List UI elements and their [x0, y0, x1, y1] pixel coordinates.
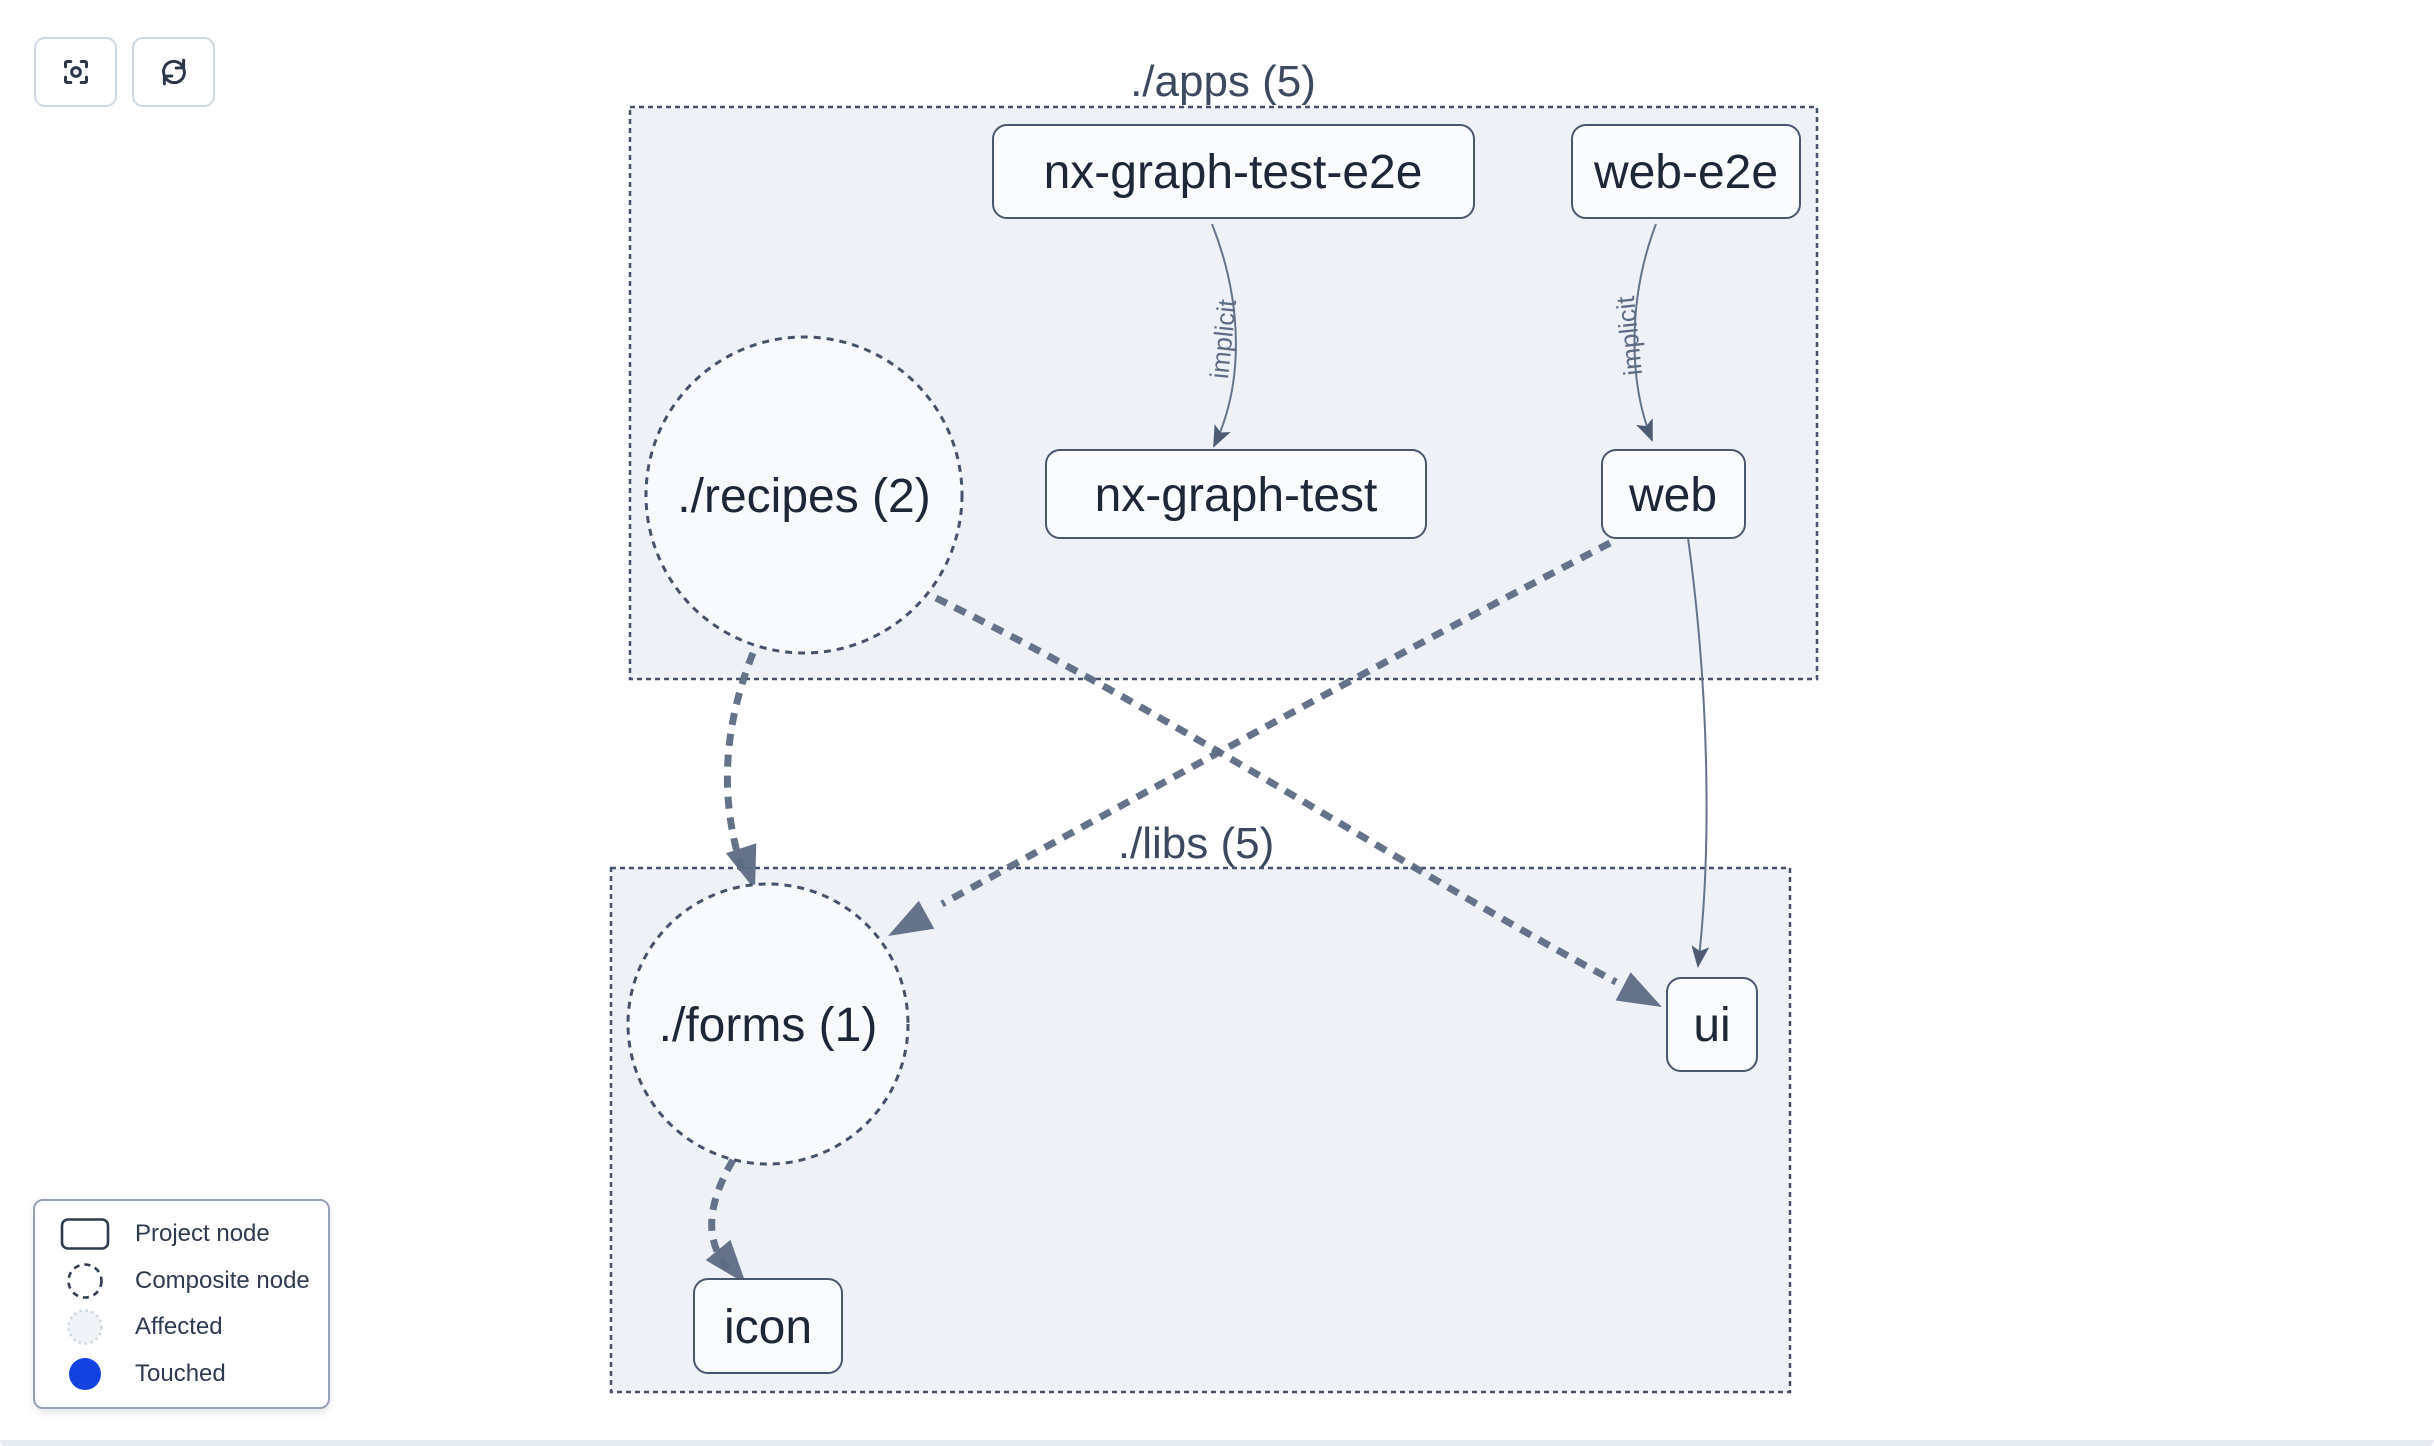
node-shape[interactable]	[1571, 124, 1801, 219]
node-web[interactable]: web	[1601, 449, 1746, 539]
node-shape[interactable]	[626, 882, 910, 1166]
node-label: ./forms (1)	[659, 999, 878, 1052]
edge-recipes-forms	[723, 651, 757, 874]
edge-recipes-ui	[934, 594, 1618, 986]
project-node-swatch	[35, 1216, 135, 1252]
edge-web-e2e-web	[1633, 223, 1657, 442]
legend-label: Project node	[135, 1220, 270, 1248]
node-recipes-composite[interactable]: ./recipes (2)	[644, 335, 964, 655]
group-apps-title: ./apps (5)	[1130, 57, 1316, 106]
group-libs-title: ./libs (5)	[1118, 819, 1274, 868]
node-web-e2e[interactable]: web-e2e	[1571, 124, 1801, 219]
node-icon[interactable]: icon	[693, 1278, 843, 1374]
node-shape[interactable]	[1601, 449, 1746, 539]
legend-label: Affected	[135, 1313, 223, 1341]
node-shape[interactable]	[992, 124, 1475, 219]
refresh-icon	[153, 51, 195, 93]
edge-web-ui	[1687, 537, 1710, 968]
legend: Project node Composite node Affected	[33, 1199, 330, 1409]
legend-item-touched: Touched	[35, 1351, 328, 1398]
node-shape[interactable]	[1045, 449, 1427, 539]
node-shape[interactable]	[1666, 977, 1758, 1072]
node-label: web-e2e	[1593, 146, 1778, 199]
affected-swatch	[35, 1307, 135, 1347]
focus-icon	[55, 51, 97, 93]
node-shape[interactable]	[693, 1278, 843, 1374]
nodes-layer: nx-graph-test-e2e web-e2e ./recipes (2) …	[626, 124, 1801, 1374]
edge-nx-graph-test-e2e-nx-graph-test	[1211, 223, 1237, 448]
composite-node-swatch	[35, 1261, 135, 1301]
edges-layer: implicit implicit	[705, 223, 1710, 1284]
node-shape[interactable]	[644, 335, 964, 655]
edge-web-forms-arrowhead	[888, 900, 935, 936]
node-nx-graph-test-e2e[interactable]: nx-graph-test-e2e	[992, 124, 1475, 219]
legend-label: Composite node	[135, 1266, 310, 1294]
legend-label: Touched	[135, 1359, 226, 1387]
edge-web-forms	[940, 539, 1612, 908]
touched-swatch	[35, 1354, 135, 1394]
node-label: ui	[1693, 999, 1730, 1052]
canvas-bottom-border	[0, 1440, 2434, 1446]
edge-recipes-ui-arrowhead	[1615, 972, 1662, 1007]
node-label: ./recipes (2)	[677, 470, 930, 523]
center-graph-button[interactable]	[34, 37, 117, 107]
legend-item-affected: Affected	[35, 1304, 328, 1351]
node-ui[interactable]: ui	[1666, 977, 1758, 1072]
node-label: icon	[724, 1301, 812, 1354]
graph-toolbar	[34, 37, 215, 107]
node-label: web	[1628, 469, 1717, 522]
legend-item-composite-node: Composite node	[35, 1258, 328, 1305]
legend-item-project-node: Project node	[35, 1211, 328, 1258]
edge-recipes-forms-arrowhead	[725, 843, 757, 890]
node-label: nx-graph-test-e2e	[1044, 146, 1423, 199]
node-label: nx-graph-test	[1095, 469, 1378, 522]
node-forms-composite[interactable]: ./forms (1)	[626, 882, 910, 1166]
edge-forms-icon-arrowhead	[705, 1239, 746, 1284]
node-nx-graph-test[interactable]: nx-graph-test	[1045, 449, 1427, 539]
refresh-button[interactable]	[132, 37, 215, 107]
